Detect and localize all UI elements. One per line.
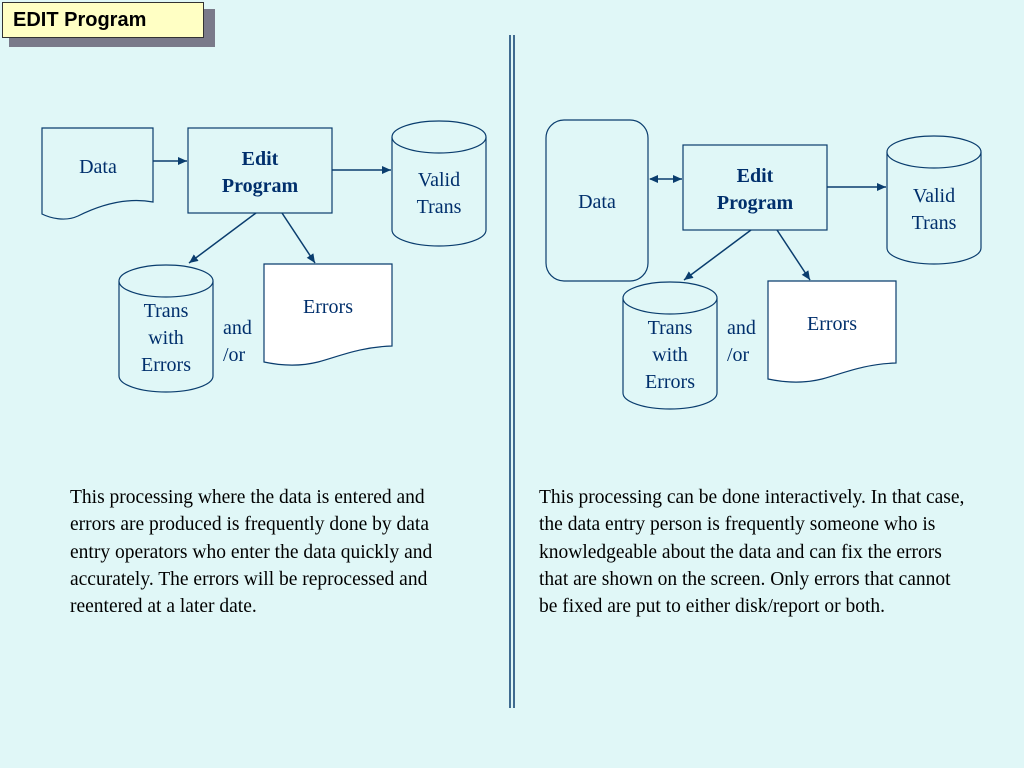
left-valid-label-1: Valid [418,169,460,191]
right-valid-trans-cylinder [886,152,982,265]
right-data-label: Data [578,191,616,213]
right-andor-label-2: /or [727,344,750,366]
left-valid-trans-cylinder [391,137,487,247]
left-errors-label: Errors [303,296,353,318]
left-trans-label-2: with [148,327,184,349]
left-data-document [41,127,154,220]
right-trans-label-1: Trans [648,317,693,339]
left-trans-errors-top [118,264,214,298]
left-edit-program-box [187,127,333,214]
left-andor-label-2: /or [223,344,246,366]
left-arrow-edit-to-errors [281,212,316,264]
left-edit-label-2: Program [222,175,299,197]
right-arrow-edit-to-trans [683,229,752,281]
right-description: This processing can be done interactivel… [539,487,965,618]
left-andor-label-1: and [223,317,252,339]
left-edit-label-1: Edit [242,148,279,170]
left-errors-document [263,263,393,366]
slide-title: EDIT Program [2,2,204,38]
left-arrow-edit-to-trans [188,212,257,264]
right-errors-label: Errors [807,313,857,335]
left-valid-trans-top [391,120,487,154]
right-trans-errors-top [622,281,718,315]
right-arrow-edit-to-errors [776,229,811,281]
right-data-terminal [545,119,649,282]
left-diagram: Data Edit Program Valid Trans Trans with… [41,120,487,393]
right-trans-label-3: Errors [645,371,695,393]
left-trans-label-3: Errors [141,354,191,376]
right-valid-label-2: Trans [912,212,957,234]
right-trans-errors-cylinder [622,298,718,410]
right-edit-label-1: Edit [737,165,774,187]
right-errors-document [767,280,897,383]
right-valid-label-1: Valid [913,185,955,207]
right-edit-program-box [682,144,828,231]
right-trans-label-2: with [652,344,688,366]
right-andor-label-1: and [727,317,756,339]
left-description: This processing where the data is entere… [70,487,433,618]
left-trans-label-1: Trans [144,300,189,322]
right-diagram: Data Edit Program Valid Trans Trans with… [545,119,982,410]
right-valid-trans-top [886,135,982,169]
right-edit-label-2: Program [717,192,794,214]
left-trans-errors-cylinder [118,281,214,393]
left-data-label: Data [79,156,117,178]
left-valid-label-2: Trans [417,196,462,218]
